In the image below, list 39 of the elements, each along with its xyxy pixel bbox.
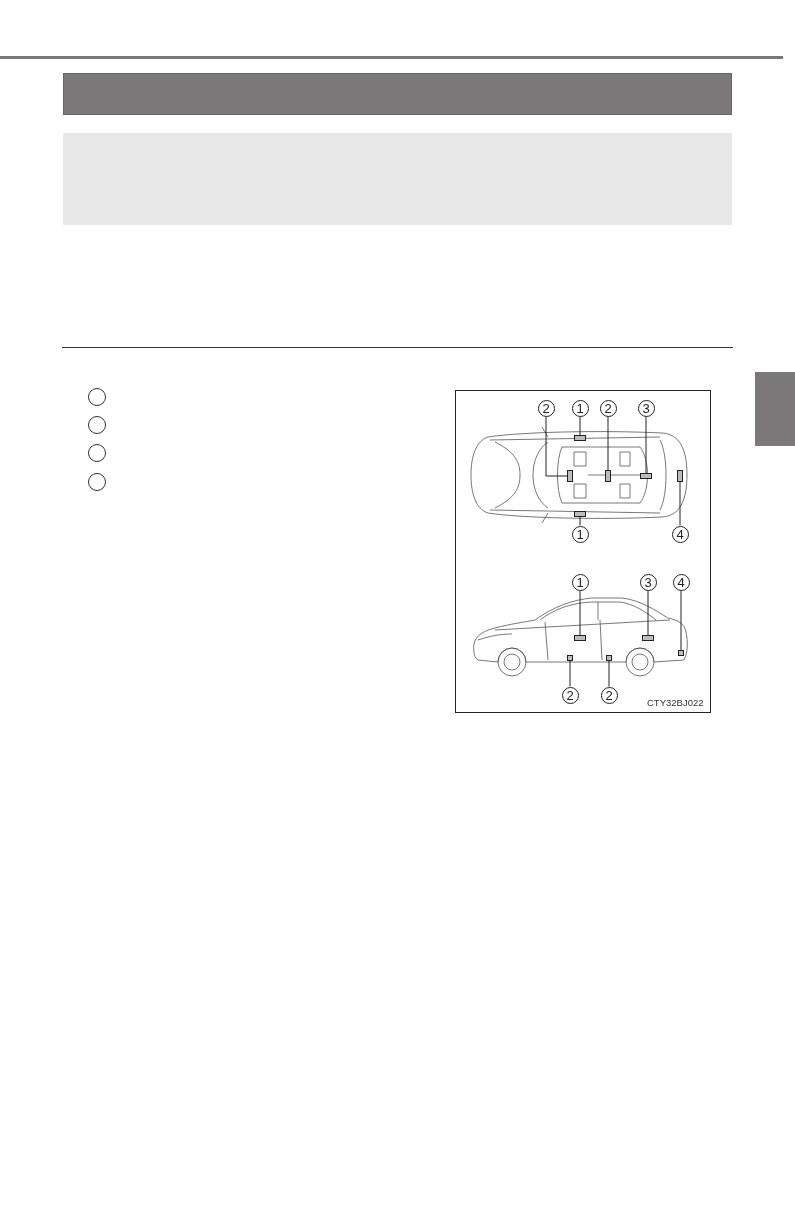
leader-line (579, 590, 581, 636)
marker-icon (640, 473, 652, 479)
marker-icon (642, 635, 654, 641)
leader-line (545, 416, 568, 477)
marker-icon (567, 470, 573, 482)
leader-line (647, 590, 649, 636)
leader-line (579, 516, 581, 526)
marker-icon (678, 650, 684, 656)
marker-icon (605, 470, 611, 482)
marker-icon (574, 511, 586, 517)
marker-icon (574, 635, 586, 641)
leader-line (569, 660, 571, 687)
circle-icon (88, 388, 106, 406)
callout-number: 4 (672, 573, 690, 591)
marker-icon (574, 435, 586, 441)
leader-line (680, 590, 682, 651)
leader-line (607, 416, 609, 471)
callout-number: 3 (639, 573, 657, 591)
callout-number: 2 (600, 686, 618, 704)
callout-number: 1 (571, 399, 589, 417)
circle-icon (88, 416, 106, 434)
marker-icon (567, 655, 573, 661)
circle-icon (88, 444, 106, 462)
leader-line (579, 416, 581, 436)
leader-line (645, 416, 647, 474)
callout-number: 2 (537, 399, 555, 417)
side-tab (755, 372, 795, 446)
circle-icon (88, 473, 106, 491)
marker-icon (606, 655, 612, 661)
leader-line (608, 660, 610, 687)
callout-number: 1 (571, 525, 589, 543)
leader-line (679, 481, 681, 526)
callout-number: 2 (599, 399, 617, 417)
marker-icon (677, 470, 683, 482)
callout-number: 1 (571, 573, 589, 591)
callout-number: 3 (637, 399, 655, 417)
figure-code: CTY32BJ022 (647, 697, 704, 708)
callout-number: 4 (671, 525, 689, 543)
callout-number: 2 (561, 686, 579, 704)
